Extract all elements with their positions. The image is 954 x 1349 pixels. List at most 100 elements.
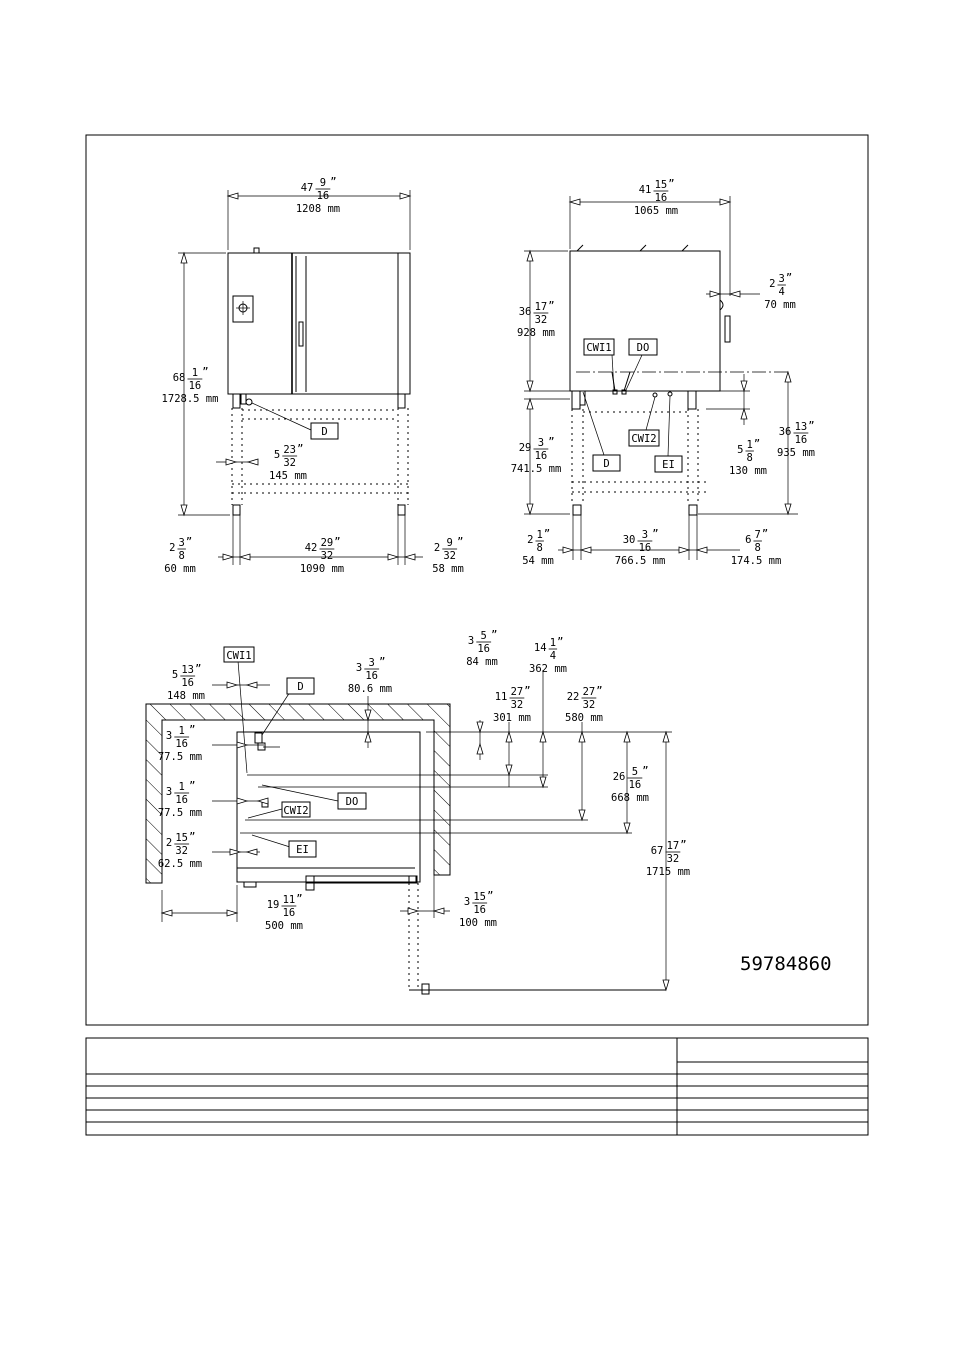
top-view-cwi1-offset-inch-mark: ” [195,663,201,675]
top-view-r4-inch-mark: ” [596,685,602,697]
side-view-total-to-floor-mm: 935 mm [777,447,815,459]
top-view-r6-mm: 1715 mm [646,866,690,878]
top-view-r4-numerator: 27 [583,686,596,698]
side-view-depth-mm: 1065 mm [634,205,678,217]
top-view-l3-mm: 62.5 mm [158,858,202,870]
side-view-depth-numerator: 15 [655,179,668,191]
side-view-inlet-drop-numerator: 1 [747,439,753,451]
side-view-total-to-floor-whole: 36 [779,426,792,438]
tag-cwi2-side: CWI2 [631,433,656,445]
top-view-clearance-whole: 19 [267,899,280,911]
top-view-l2-whole: 3 [166,786,172,798]
front-view-left-leg-numerator: 3 [179,537,185,549]
side-view-body-height-numerator: 17 [535,301,548,313]
tag-d-side: D [603,458,609,470]
top-view-d-offset-numerator: 3 [369,657,375,669]
tag-cwi2-top: CWI2 [283,805,308,817]
front-view-right-leg-mm: 58 mm [432,563,464,575]
front-view-height-mm: 1728.5 mm [162,393,219,405]
top-view [145,660,672,995]
drawing-frame [85,134,869,1026]
side-view-leg-span-inch-mark: ” [652,528,658,540]
top-view-clearance-inch-mark: ” [296,893,302,905]
side-view-front-leg-mm: 54 mm [522,555,554,567]
tag-ei-top: EI [296,844,309,856]
side-view-rear-leg-numerator: 7 [755,529,761,541]
top-view-r4-denominator: 32 [583,699,596,711]
top-view-r5-numerator: 5 [632,766,638,778]
side-view-body-height-denominator: 32 [535,314,548,326]
top-view-r2-inch-mark: ” [557,636,563,648]
top-view-r6-numerator: 17 [667,840,680,852]
top-view-l1-numerator: 1 [179,725,185,737]
side-view-front-leg-numerator: 1 [537,529,543,541]
top-view-d-offset-inch-mark: ” [379,656,385,668]
front-view-leg-span-numerator: 29 [321,537,334,549]
top-view-clearance-numerator: 11 [283,894,296,906]
side-view-inlet-drop-mm: 130 mm [729,465,767,477]
side-view [524,196,798,560]
side-view-body-height-whole: 36 [519,306,532,318]
tag-cwi1-side: CWI1 [586,342,611,354]
title-block [85,1037,869,1136]
top-view-r2-whole: 14 [534,642,547,654]
top-view-r1-inch-mark: ” [491,629,497,641]
front-view-width-whole: 47 [301,182,314,194]
top-view-l3-inch-mark: ” [189,831,195,843]
front-view-right-leg-inch-mark: ” [457,536,463,548]
top-view-l3-whole: 2 [166,837,172,849]
top-view-l3-denominator: 32 [175,845,188,857]
top-view-cwi1-offset-numerator: 13 [181,664,194,676]
top-view-l1-mm: 77.5 mm [158,751,202,763]
oven-body-side [569,250,721,392]
side-view-body-height-mm: 928 mm [517,327,555,339]
side-view-leg-span-numerator: 3 [642,529,648,541]
side-view-stand-height-numerator: 3 [538,437,544,449]
top-view-l1-denominator: 16 [175,738,188,750]
top-view-r3-mm: 301 mm [493,712,531,724]
top-view-r1-whole: 3 [468,635,474,647]
front-view-leg-span-inch-mark: ” [334,536,340,548]
side-view-front-leg-inch-mark: ” [544,528,550,540]
side-view-front-leg-whole: 2 [527,534,533,546]
side-view-rear-leg-inch-mark: ” [762,528,768,540]
top-view-l2-denominator: 16 [175,794,188,806]
side-view-total-to-floor-denominator: 16 [795,434,808,446]
top-view-r5-inch-mark: ” [642,765,648,777]
top-view-r6-inch-mark: ” [680,839,686,851]
top-view-r3-denominator: 32 [511,699,524,711]
side-view-total-to-floor-inch-mark: ” [808,420,814,432]
control-panel [232,295,254,323]
top-view-door-denominator: 16 [473,904,486,916]
top-view-r4-mm: 580 mm [565,712,603,724]
front-view-right-leg-denominator: 32 [443,550,456,562]
top-view-cwi1-offset-whole: 5 [172,669,178,681]
front-view-leg-span-mm: 1090 mm [300,563,344,575]
front-view-drain-offset-mm: 145 mm [269,470,307,482]
front-view-drain-offset-denominator: 32 [283,457,296,469]
front-view-drain-offset-numerator: 23 [283,444,296,456]
side-view-inlet-drop-whole: 5 [737,444,743,456]
tag-d-front: D [321,426,327,438]
side-view-total-to-floor-numerator: 13 [795,421,808,433]
top-view-l2-inch-mark: ” [189,780,195,792]
top-view-r3-whole: 11 [495,691,508,703]
side-view-depth-inch-mark: ” [668,178,674,190]
top-view-r2-numerator: 1 [550,637,556,649]
oven-body-front [227,252,411,395]
side-view-stand-height-inch-mark: ” [548,436,554,448]
side-view-rear-leg-mm: 174.5 mm [731,555,782,567]
